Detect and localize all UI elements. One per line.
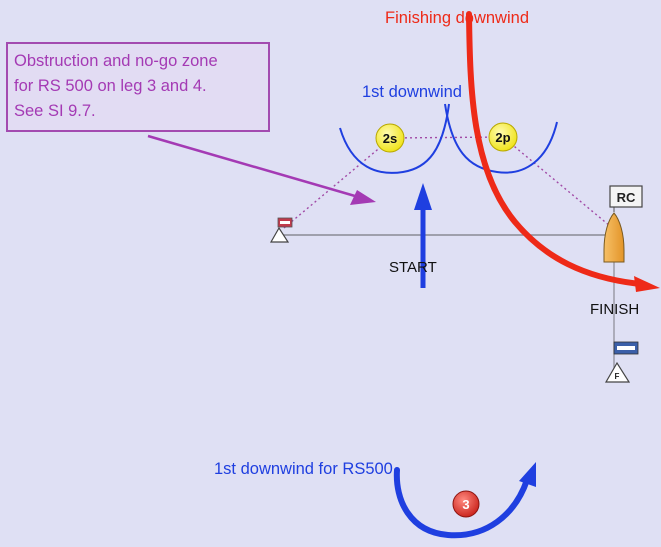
- gate-mark-2s-label: 2s: [383, 131, 397, 146]
- start-label: START: [389, 259, 437, 276]
- first-downwind-label: 1st downwind: [362, 83, 462, 101]
- dotted-line-2s-to-2p: [389, 136, 504, 139]
- rs500-downwind-route: [393, 462, 536, 539]
- no-go-arc-right: [444, 103, 558, 174]
- rc-flag-label: RC: [617, 190, 636, 205]
- committee-boat: RC: [603, 185, 643, 263]
- annotation-arrow: [147, 134, 376, 205]
- rc-flag: [609, 185, 643, 208]
- obstruction-note-box: Obstruction and no-go zone for RS 500 on…: [6, 42, 270, 132]
- gate-mark-2s: 2s: [375, 123, 405, 153]
- gate-mark-2p-label: 2p: [495, 130, 510, 145]
- mark-3-label: 3: [462, 497, 469, 512]
- first-downwind-rs500-label: 1st downwind for RS500: [214, 460, 393, 478]
- no-go-arc-left: [339, 103, 450, 174]
- gate-mark-2p: 2p: [488, 122, 518, 152]
- obstruction-note-line-3: See SI 9.7.: [14, 102, 96, 120]
- obstruction-note-line-1: Obstruction and no-go zone: [14, 52, 218, 70]
- finishing-downwind-route: [466, 11, 660, 292]
- no-go-zone-arcs: [339, 103, 558, 174]
- finish-flag-label: F: [615, 372, 620, 381]
- mark-3: 3: [452, 490, 480, 518]
- finish-pin-mark: F: [604, 341, 639, 383]
- dotted-line-2p-to-rc: [502, 136, 611, 227]
- start-pin-mark: [269, 217, 293, 243]
- dotted-line-pin-to-2s: [283, 139, 390, 229]
- finish-label: FINISH: [590, 301, 639, 318]
- start-direction-arrow: [414, 183, 432, 288]
- gate-lines: [283, 136, 611, 229]
- obstruction-note-line-2: for RS 500 on leg 3 and 4.: [14, 77, 207, 95]
- finishing-downwind-label: Finishing downwind: [385, 9, 529, 27]
